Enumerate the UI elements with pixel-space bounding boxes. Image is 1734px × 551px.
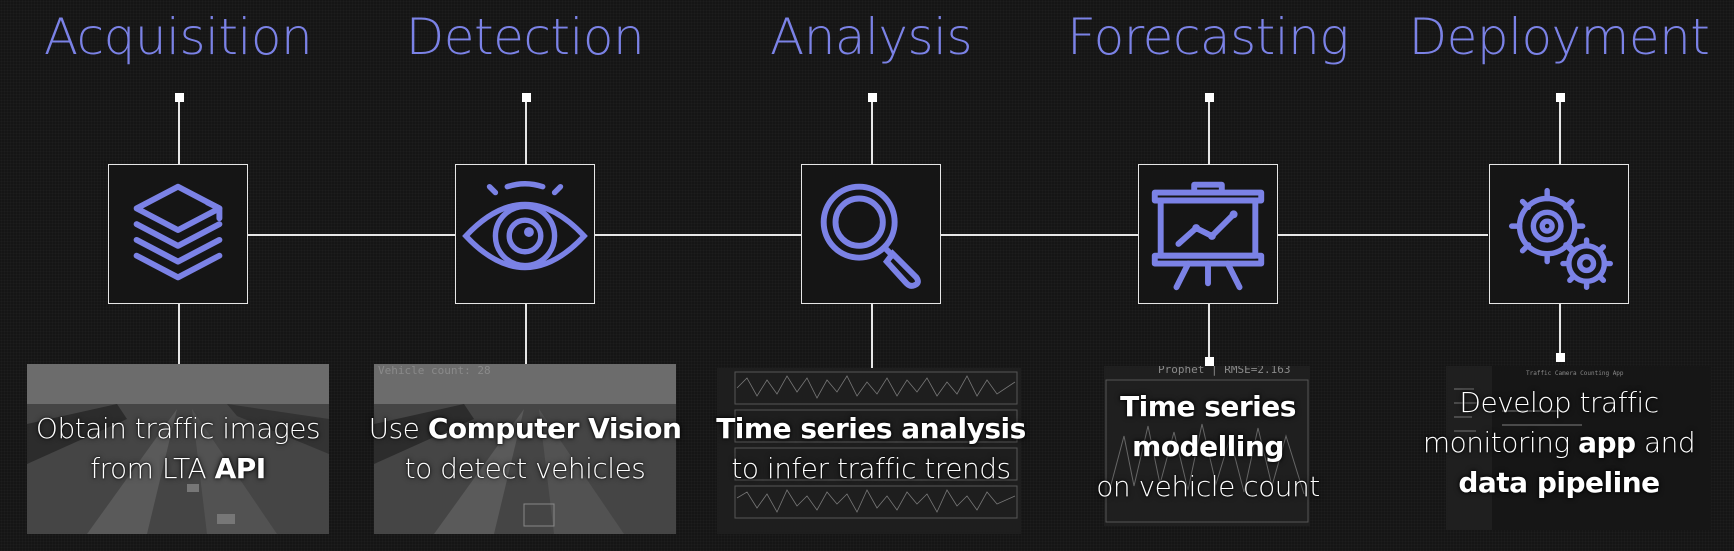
caption-segment: Time series (1120, 390, 1296, 423)
node-bottom-forecasting (1204, 357, 1214, 366)
connector-bottom-acquisition (178, 304, 180, 384)
box-acquisition (108, 164, 248, 304)
caption-segment: data pipeline (1458, 466, 1660, 499)
caption-line: on vehicle count (1088, 467, 1328, 507)
caption-deployment: Develop traffic monitoring app and data … (1419, 383, 1699, 503)
traffic-camera-image-1 (27, 364, 329, 534)
caption-segment: Obtain traffic images (35, 412, 321, 445)
stage-title-detection: Detection (405, 8, 645, 66)
box-forecasting (1138, 164, 1278, 304)
stage-title-deployment: Deployment (1408, 8, 1710, 66)
box-deployment (1489, 164, 1629, 304)
caption-segment: on vehicle count (1096, 470, 1320, 503)
caption-segment: Use (368, 412, 428, 445)
caption-segment: API (214, 452, 267, 485)
caption-segment: modelling (1132, 430, 1284, 463)
node-top-forecasting (1204, 93, 1214, 102)
caption-segment: app (1578, 426, 1636, 459)
caption-line: from LTA API (28, 449, 328, 489)
forecast-plot-title: Prophet | RMSE=2.163 (1158, 366, 1291, 376)
caption-line: Time series analysis (706, 409, 1036, 449)
connector-bottom-analysis (871, 304, 873, 384)
node-top-detection (521, 93, 531, 102)
caption-segment: Develop traffic (1459, 386, 1659, 419)
node-top-deployment (1555, 93, 1565, 102)
connector-top-forecasting (1208, 98, 1210, 164)
connector-top-detection (525, 98, 527, 164)
caption-analysis: Time series analysis to infer traffic tr… (706, 409, 1036, 489)
stage-title-analysis: Analysis (769, 8, 973, 66)
caption-line: data pipeline (1419, 463, 1699, 503)
box-analysis (801, 164, 941, 304)
caption-line: Time series (1088, 387, 1328, 427)
caption-line: to detect vehicles (365, 449, 685, 489)
caption-segment: monitoring (1422, 426, 1579, 459)
app-title-overlay: Traffic Camera Counting App (1526, 370, 1624, 377)
node-bottom-deployment (1555, 353, 1565, 362)
caption-segment: to infer traffic trends (731, 452, 1011, 485)
connector-bottom-detection (525, 304, 527, 384)
connector-top-deployment (1559, 98, 1561, 164)
caption-line: modelling (1088, 427, 1328, 467)
caption-segment: Time series analysis (716, 412, 1026, 445)
box-detection (455, 164, 595, 304)
caption-line: Develop traffic (1419, 383, 1699, 423)
node-top-analysis (867, 93, 877, 102)
vehicle-detection-image: Vehicle count: 28 (374, 364, 676, 534)
forecast-plot-image: Prophet | RMSE=2.163 (1104, 366, 1310, 526)
caption-detection: Use Computer Vision to detect vehicles (365, 409, 685, 489)
caption-line: Obtain traffic images (28, 409, 328, 449)
layers-icon (133, 183, 223, 281)
gears-icon (1508, 187, 1613, 290)
eye-icon (462, 181, 588, 271)
connector-top-analysis (871, 98, 873, 164)
caption-segment: Computer Vision (427, 412, 682, 445)
caption-segment: to detect vehicles (404, 452, 646, 485)
vehicle-count-overlay: Vehicle count: 28 (378, 364, 491, 377)
connector-bottom-forecasting (1208, 304, 1210, 360)
node-top-acquisition (174, 93, 184, 102)
caption-segment: from LTA (90, 452, 215, 485)
caption-line: to infer traffic trends (706, 449, 1036, 489)
caption-segment: and (1635, 426, 1696, 459)
caption-forecasting: Time series modelling on vehicle count (1088, 387, 1328, 507)
caption-acquisition: Obtain traffic images from LTA API (28, 409, 328, 489)
stage-title-forecasting: Forecasting (1067, 8, 1349, 66)
app-screenshot-image: Traffic Camera Counting App (1446, 366, 1711, 530)
magnifier-icon (820, 183, 921, 289)
connector-bottom-deployment (1559, 304, 1561, 356)
presentation-chart-icon (1151, 181, 1265, 291)
caption-line: Use Computer Vision (365, 409, 685, 449)
time-series-plot-image (717, 368, 1021, 534)
stage-title-acquisition: Acquisition (43, 8, 313, 66)
caption-line: monitoring app and (1419, 423, 1699, 463)
connector-top-acquisition (178, 98, 180, 164)
